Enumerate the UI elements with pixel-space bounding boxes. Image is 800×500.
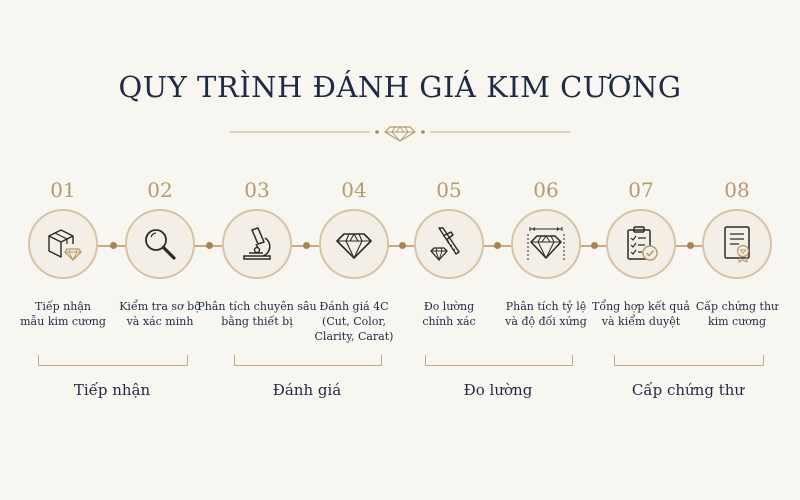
group-bracket-1: [38, 355, 188, 366]
connector-dot: [493, 242, 501, 249]
magnifier-icon: [145, 229, 176, 260]
caliper-diamond-icon: [430, 227, 460, 262]
certificate-icon: [724, 226, 750, 263]
diamond-icon: [384, 126, 416, 142]
step-label-05: Đo lường chính xác: [422, 300, 476, 328]
connector-dot: [398, 242, 406, 249]
connector-dot: [686, 242, 694, 249]
group-bracket-3: [425, 355, 573, 366]
box-diamond-icon: [48, 229, 82, 262]
page-title: QUY TRÌNH ĐÁNH GIÁ KIM CƯƠNG: [118, 70, 682, 104]
step-label-03: Phân tích chuyên sâu bằng thiết bị: [197, 300, 317, 328]
step-number-04: 04: [341, 178, 367, 202]
group-label-2: Đánh giá: [272, 381, 342, 399]
step-number-03: 03: [244, 178, 270, 202]
step-label-08: Cấp chứng thư kim cương: [695, 300, 779, 328]
step-label-07: Tổng hợp kết quả và kiểm duyệt: [592, 300, 690, 328]
step-number-06: 06: [533, 178, 559, 202]
connector-dot: [205, 242, 213, 249]
group-label-3: Đo lường: [463, 381, 533, 399]
step-label-04: Đánh giá 4C (Cut, Color, Clarity, Carat): [314, 300, 394, 343]
step-circle-06: [511, 209, 581, 279]
group-bracket-2: [234, 355, 382, 366]
step-label-01: Tiếp nhận mẫu kim cương: [20, 300, 106, 328]
connector-dot: [590, 242, 598, 249]
group-label-1: Tiếp nhận: [73, 381, 151, 399]
connector-dot: [109, 242, 117, 249]
step-circle-02: [125, 209, 195, 279]
clipboard-check-icon: [627, 226, 658, 261]
step-circle-08: [702, 209, 772, 279]
step-label-06: Phân tích tỷ lệ và độ đối xứng: [505, 300, 587, 328]
step-number-01: 01: [50, 178, 76, 202]
diamond-measure-icon: [527, 227, 565, 260]
step-number-08: 08: [724, 178, 750, 202]
step-number-05: 05: [436, 178, 462, 202]
connector-dot: [302, 242, 310, 249]
step-circle-05: [414, 209, 484, 279]
diamond-icon: [336, 233, 372, 260]
group-label-4: Cấp chứng thư: [631, 381, 745, 399]
step-number-07: 07: [628, 178, 654, 202]
group-bracket-4: [614, 355, 764, 366]
step-circle-03: [222, 209, 292, 279]
microscope-icon: [243, 227, 271, 260]
step-label-02: Kiểm tra sơ bộ và xác minh: [119, 300, 201, 328]
title-divider: [230, 126, 570, 142]
step-circle-07: [606, 209, 676, 279]
step-circle-01: [28, 209, 98, 279]
step-circle-04: [319, 209, 389, 279]
step-number-02: 02: [147, 178, 173, 202]
